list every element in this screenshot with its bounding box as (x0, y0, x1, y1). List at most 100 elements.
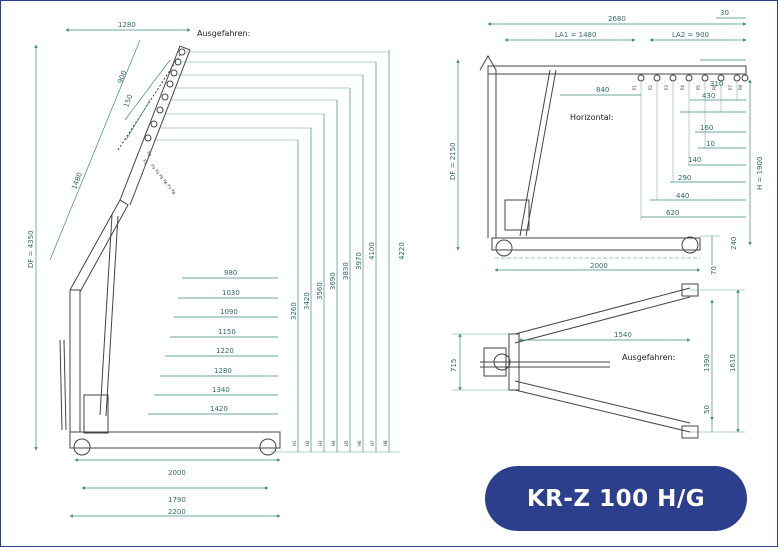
upper-boom (119, 45, 191, 206)
model-badge: KR-Z 100 H/G (485, 466, 747, 531)
hpt-p2: P2 (648, 85, 653, 90)
height-h6: 3970 (355, 252, 363, 270)
base-2000: 2000 (168, 469, 186, 477)
h-dimensions (456, 17, 752, 272)
dim-df: DF = 4350 (27, 230, 35, 268)
dim-1540: 1540 (614, 331, 632, 339)
top-view-label: Ausgefahren: (622, 353, 675, 362)
spt-3: P3 (150, 164, 157, 171)
base-1790: 1790 (168, 496, 186, 504)
front-wheel (259, 438, 277, 456)
dim-10: 10 (706, 140, 715, 148)
dim-430: 430 (702, 92, 715, 100)
hpt-5: H5 (344, 440, 349, 446)
top-labels: 1540 Ausgefahren: 715 1390 1610 50 (450, 331, 737, 414)
dim-la1: LA1 = 1480 (555, 31, 596, 39)
spt-6: P6 (162, 179, 169, 186)
spt-1: P1 (142, 159, 149, 166)
spt-8: P8 (170, 189, 177, 196)
h-front-wheel (681, 236, 699, 254)
reach-p8: 1420 (210, 405, 228, 413)
boom-centerline (117, 54, 181, 151)
hpt-3: H3 (318, 440, 323, 446)
h-rear-wheel (495, 239, 513, 257)
h-boom (487, 65, 747, 75)
reach-p6: 1280 (214, 367, 232, 375)
dim-arm-1480: 1480 (70, 171, 84, 190)
side-view-label: Ausgefahren: (197, 29, 250, 38)
rear-wheel (73, 438, 91, 456)
lower-leg (514, 380, 691, 433)
hpt-2: H2 (305, 440, 310, 446)
base-rail (69, 431, 281, 449)
dim-1610: 1610 (729, 354, 737, 372)
spt-4: P4 (154, 169, 161, 176)
h-handle (479, 54, 497, 71)
mast (69, 289, 81, 432)
spt-2: P2 (146, 151, 153, 158)
base-2200: 2200 (168, 508, 186, 516)
dim-310: 310 (710, 80, 723, 88)
dim-arm-150: 150 (122, 93, 134, 108)
dim-70: 70 (710, 266, 718, 275)
dim-440: 440 (676, 192, 689, 200)
horizontal-label: Horizontal: (570, 113, 614, 122)
top-dimensions (452, 289, 745, 433)
height-h1: 3260 (290, 302, 298, 320)
h-labels: 2680 LA1 = 1480 LA2 = 900 840 Horizontal… (449, 9, 764, 275)
reach-p1: 980 (224, 269, 237, 277)
reach-p7: 1340 (212, 386, 230, 394)
hpt-4: H4 (331, 440, 336, 446)
reach-p2: 1030 (222, 289, 240, 297)
dim-base-2000: 2000 (590, 262, 608, 270)
side-dimensions (34, 28, 400, 518)
dim-140: 140 (688, 156, 701, 164)
horizontal-view (479, 54, 747, 257)
side-hook-points (144, 48, 186, 142)
hydraulic-cylinder (99, 214, 119, 417)
hpt-p7: P7 (728, 85, 733, 90)
spt-5: P5 (158, 174, 165, 181)
h-base-rail (491, 237, 701, 251)
hpt-8: H8 (383, 440, 388, 446)
dim-h-1900: H = 1900 (756, 157, 764, 190)
upper-leg (514, 287, 691, 344)
side-view (59, 45, 281, 456)
dim-1390: 1390 (703, 354, 711, 372)
hpt-p5: P5 (696, 85, 701, 90)
hpt-p4: P4 (680, 85, 685, 90)
dim-30: 30 (720, 9, 729, 17)
height-h8: 4220 (398, 242, 406, 260)
h-cylinder (519, 69, 557, 237)
height-h4: 3690 (329, 272, 337, 290)
hpt-1: H1 (292, 440, 297, 446)
dim-la2: LA2 = 900 (672, 31, 709, 39)
spt-7: P7 (166, 184, 173, 191)
reach-p5: 1220 (216, 347, 234, 355)
lower-boom (69, 199, 129, 293)
hpt-p3: P3 (664, 85, 669, 90)
dim-160: 160 (700, 124, 713, 132)
top-pump-wheel (493, 353, 511, 371)
hpt-7: H7 (370, 440, 375, 446)
dim-715: 715 (450, 359, 458, 372)
handle (59, 339, 67, 431)
h-hook-points (637, 74, 749, 82)
dim-840: 840 (596, 86, 609, 94)
side-labels: Ausgefahren: 1280 900 150 1480 DF = 4350… (27, 21, 406, 516)
reach-p3: 1090 (220, 308, 238, 316)
hpt-p8: P8 (738, 85, 743, 90)
dim-50: 50 (703, 405, 711, 414)
h-mast (487, 70, 497, 238)
height-h2: 3420 (303, 292, 311, 310)
top-pump (483, 347, 507, 377)
dim-620: 620 (666, 209, 679, 217)
height-h5: 3830 (342, 262, 350, 280)
dim-arm-900: 900 (116, 69, 128, 84)
reach-p4: 1150 (218, 328, 236, 336)
height-h7: 4100 (368, 242, 376, 260)
dim-240: 240 (730, 237, 738, 250)
dim-df-2150: DF = 2150 (449, 142, 457, 180)
hpt-p6: P6 (712, 85, 717, 90)
